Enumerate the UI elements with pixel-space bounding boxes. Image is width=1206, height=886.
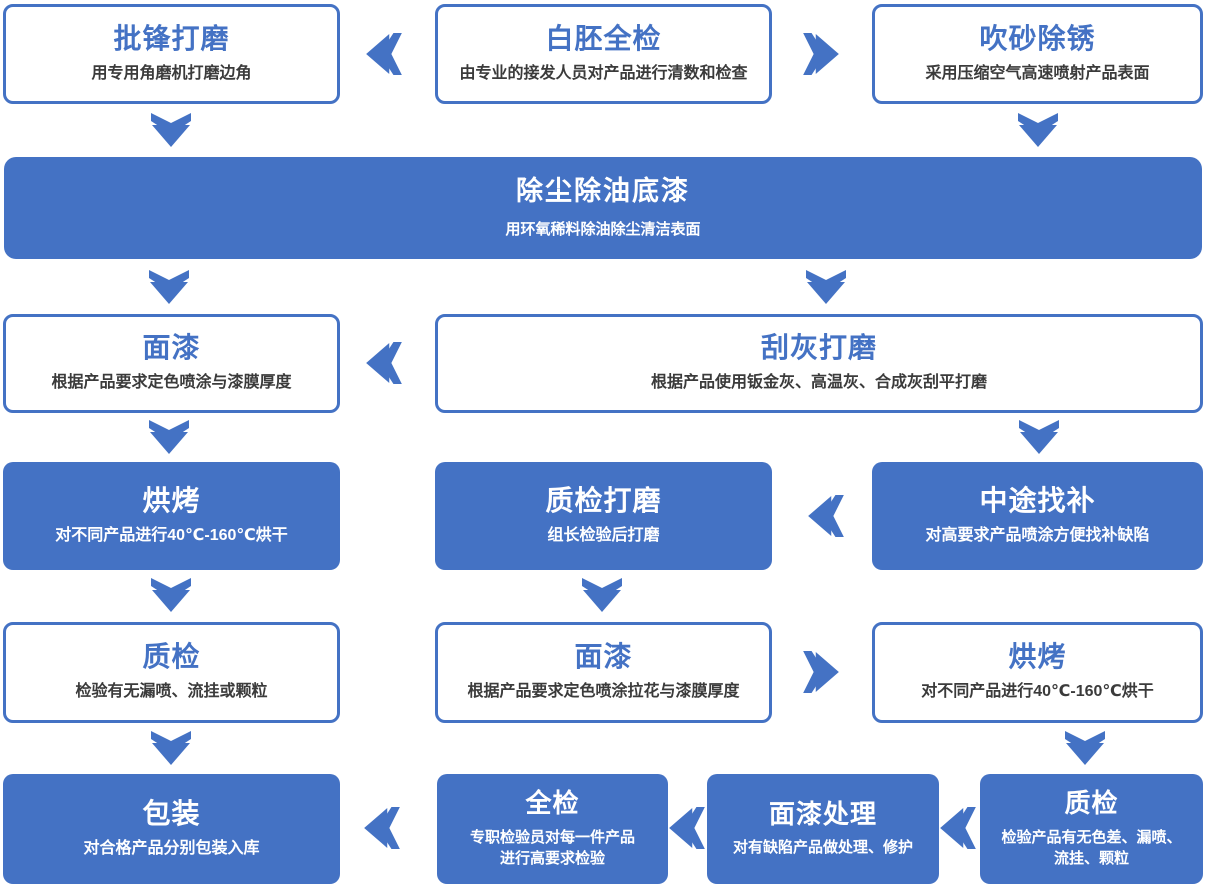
step-hongkao-2: 烘烤 对不同产品进行40℃-160℃烘干 <box>872 622 1203 723</box>
step-title: 包装 <box>142 797 201 829</box>
double-arrow-left-icon <box>366 342 402 384</box>
step-chuisha-chuxiu: 吹砂除锈 采用压缩空气高速喷射产品表面 <box>872 4 1203 104</box>
step-subtitle: 检验产品有无色差、漏喷、流挂、颗粒 <box>1001 828 1182 867</box>
step-subtitle: 用专用角磨机打磨边角 <box>91 64 252 82</box>
step-pifeng-damo: 批锋打磨 用专用角磨机打磨边角 <box>3 4 340 104</box>
step-subtitle: 对高要求产品喷涂方便找补缺陷 <box>925 526 1150 544</box>
step-mianqi-2: 面漆 根据产品要求定色喷涂拉花与漆膜厚度 <box>435 622 772 723</box>
step-title: 刮灰打磨 <box>760 332 877 364</box>
double-arrow-down-icon <box>150 113 192 147</box>
step-quanjian: 全检 专职检验员对每一件产品进行高要求检验 <box>437 774 668 884</box>
step-title: 白胚全检 <box>545 22 662 54</box>
step-subtitle: 对不同产品进行40℃-160℃烘干 <box>921 683 1154 701</box>
step-subtitle: 对不同产品进行40℃-160℃烘干 <box>55 526 288 544</box>
step-title: 全检 <box>525 788 580 819</box>
step-title: 质检打磨 <box>545 484 662 516</box>
step-subtitle: 由专业的接发人员对产品进行清数和检查 <box>459 64 748 82</box>
step-title: 烘烤 <box>1008 641 1067 673</box>
double-arrow-down-icon <box>805 270 847 304</box>
step-subtitle: 根据产品要求定色喷涂拉花与漆膜厚度 <box>467 683 740 701</box>
step-title: 面漆处理 <box>768 798 877 829</box>
step-hongkao-1: 烘烤 对不同产品进行40℃-160℃烘干 <box>3 462 340 570</box>
step-subtitle: 根据产品要求定色喷涂与漆膜厚度 <box>51 374 292 392</box>
double-arrow-down-icon <box>1064 731 1106 765</box>
step-zhijian-2: 质检 检验产品有无色差、漏喷、流挂、颗粒 <box>980 774 1203 884</box>
step-title: 批锋打磨 <box>113 22 230 54</box>
double-arrow-left-icon <box>364 807 400 849</box>
step-mianqi-chuli: 面漆处理 对有缺陷产品做处理、修护 <box>707 774 939 884</box>
double-arrow-right-icon <box>803 651 839 693</box>
step-subtitle: 用环氧稀料除油除尘清洁表面 <box>505 221 701 239</box>
step-title: 中途找补 <box>979 484 1096 516</box>
step-title: 质检 <box>1064 788 1119 819</box>
step-title: 吹砂除锈 <box>979 22 1096 54</box>
double-arrow-left-icon <box>366 33 402 75</box>
step-subtitle: 对有缺陷产品做处理、修护 <box>732 839 913 857</box>
double-arrow-down-icon <box>581 578 623 612</box>
double-arrow-right-icon <box>803 33 839 75</box>
step-subtitle: 专职检验员对每一件产品进行高要求检验 <box>469 828 635 867</box>
step-subtitle: 对合格产品分别包装入库 <box>83 839 260 857</box>
double-arrow-left-icon <box>669 807 705 849</box>
step-subtitle: 组长检验后打磨 <box>547 526 660 544</box>
double-arrow-down-icon <box>150 578 192 612</box>
step-guahui-damo: 刮灰打磨 根据产品使用钣金灰、高温灰、合成灰刮平打磨 <box>435 314 1203 413</box>
double-arrow-down-icon <box>148 420 190 454</box>
step-zhijian-1: 质检 检验有无漏喷、流挂或颗粒 <box>3 622 340 723</box>
double-arrow-down-icon <box>1017 113 1059 147</box>
step-subtitle: 检验有无漏喷、流挂或颗粒 <box>75 683 268 701</box>
step-subtitle: 根据产品使用钣金灰、高温灰、合成灰刮平打磨 <box>650 374 987 392</box>
step-chuchen-diqi: 除尘除油底漆 用环氧稀料除油除尘清洁表面 <box>4 157 1202 259</box>
step-baozhuang: 包装 对合格产品分别包装入库 <box>3 774 340 884</box>
step-title: 质检 <box>142 641 201 673</box>
double-arrow-down-icon <box>148 270 190 304</box>
step-zhijian-damo: 质检打磨 组长检验后打磨 <box>435 462 772 570</box>
step-title: 面漆 <box>142 332 201 364</box>
double-arrow-left-icon <box>940 807 976 849</box>
step-mianqi-1: 面漆 根据产品要求定色喷涂与漆膜厚度 <box>3 314 340 413</box>
step-zhongtu-zhaobu: 中途找补 对高要求产品喷涂方便找补缺陷 <box>872 462 1203 570</box>
double-arrow-left-icon <box>808 495 844 537</box>
double-arrow-down-icon <box>1018 420 1060 454</box>
step-title: 烘烤 <box>142 484 201 516</box>
double-arrow-down-icon <box>150 731 192 765</box>
step-title: 面漆 <box>574 641 633 673</box>
step-subtitle: 采用压缩空气高速喷射产品表面 <box>925 64 1150 82</box>
step-title: 除尘除油底漆 <box>516 175 690 206</box>
step-baipei-quanjian: 白胚全检 由专业的接发人员对产品进行清数和检查 <box>435 4 772 104</box>
